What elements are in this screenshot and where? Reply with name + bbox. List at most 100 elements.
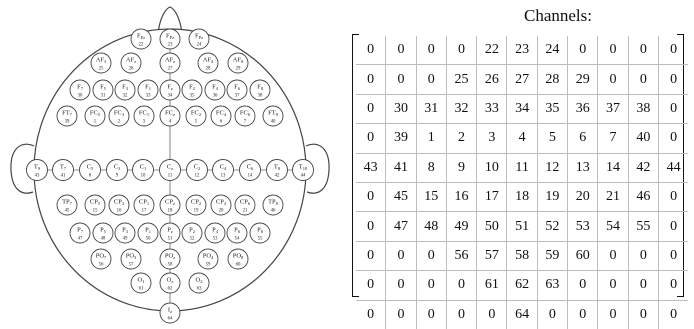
matrix-cell: 3 xyxy=(476,123,508,154)
electrode-circle xyxy=(90,52,112,74)
matrix-cell: 42 xyxy=(628,153,659,183)
matrix-cell: 0 xyxy=(597,36,629,66)
electrode-channel-number: 5 xyxy=(195,120,198,125)
matrix-cell: 17 xyxy=(476,182,508,213)
electrode-label: CPz xyxy=(165,199,175,207)
electrode-circle xyxy=(159,159,181,181)
electrode-label: CP5 xyxy=(90,199,101,207)
electrode-label: F6 xyxy=(234,84,241,92)
electrode-label: P8 xyxy=(257,227,264,235)
electrode-channel-number: 14 xyxy=(248,174,253,179)
electrode-channel-number: 46 xyxy=(271,209,276,214)
matrix-cell: 40 xyxy=(628,123,659,154)
matrix-cell: 48 xyxy=(416,211,447,242)
electrode-circle xyxy=(227,248,249,270)
electrode-channel-number: 16 xyxy=(117,209,122,214)
electrode-channel-number: 25 xyxy=(99,67,104,72)
electrode-circle xyxy=(79,159,101,181)
matrix-cell: 53 xyxy=(567,211,599,242)
matrix-cell: 51 xyxy=(506,211,538,242)
nose-outline xyxy=(157,6,183,34)
electrode-label: T7 xyxy=(60,164,67,172)
matrix-cell: 4 xyxy=(506,123,538,154)
electrode-channel-number: 56 xyxy=(99,263,104,268)
electrode-circle xyxy=(159,52,181,74)
electrode-label: FPz xyxy=(195,33,203,41)
matrix-cell: 56 xyxy=(446,241,478,272)
matrix-cell: 20 xyxy=(567,182,599,213)
right-ear-outline xyxy=(305,143,330,194)
electrode-channel-number: 33 xyxy=(146,94,151,99)
matrix-cell: 0 xyxy=(628,270,659,301)
matrix-cell: 0 xyxy=(567,300,599,329)
electrode-channel-number: 53 xyxy=(213,237,218,242)
electrode-channel-number: 3 xyxy=(143,120,146,125)
matrix-cell: 57 xyxy=(476,241,508,272)
matrix-cell: 46 xyxy=(628,182,659,213)
electrode-channel-number: 2 xyxy=(118,120,121,125)
matrix-cell: 41 xyxy=(385,153,417,183)
matrix-cell: 0 xyxy=(658,36,689,66)
electrode-circle xyxy=(262,194,284,216)
matrix-cell: 0 xyxy=(567,36,599,66)
electrode-channel-number: 12 xyxy=(195,174,200,179)
electrode-circle xyxy=(159,194,181,216)
electrode-channel-number: 31 xyxy=(101,94,106,99)
electrode-channel-number: 11 xyxy=(168,174,173,179)
matrix-cell: 0 xyxy=(476,300,508,329)
electrode-channel-number: 6 xyxy=(220,120,223,125)
electrode-channel-number: 64 xyxy=(168,317,173,322)
matrix-cell: 0 xyxy=(446,270,478,301)
electrode-label: FPz xyxy=(137,33,145,41)
electrode-circle xyxy=(234,105,256,127)
matrix-cell: 36 xyxy=(567,94,599,125)
electrode-label: Oz xyxy=(167,277,174,285)
electrode-label: FT7 xyxy=(62,110,73,118)
electrode-circle xyxy=(159,105,181,127)
electrode-circle xyxy=(197,248,219,270)
matrix-cell: 19 xyxy=(537,182,569,213)
electrode-circle xyxy=(114,222,136,244)
electrode-label: C1 xyxy=(140,164,147,172)
electrode-label: POz xyxy=(165,253,175,261)
electrode-circle xyxy=(108,105,130,127)
electrode-circle xyxy=(188,272,210,294)
electrode-circle xyxy=(92,79,114,101)
electrode-label: FT8 xyxy=(268,110,279,118)
electrode-circle xyxy=(186,159,208,181)
electrode-channel-number: 8 xyxy=(89,174,92,179)
electrode-circle xyxy=(92,222,114,244)
electrode-label: FC1 xyxy=(139,110,149,118)
electrode-circle xyxy=(185,194,207,216)
electrode-channel-number: 57 xyxy=(129,263,134,268)
electrode-channel-number: 34 xyxy=(168,94,173,99)
electrode-label: T10 xyxy=(299,164,308,172)
electrode-channel-number: 17 xyxy=(142,209,147,214)
matrix-cell: 0 xyxy=(416,241,447,272)
matrix-cell: 10 xyxy=(476,153,508,183)
electrode-channel-number: 44 xyxy=(301,174,306,179)
matrix-cell: 26 xyxy=(476,64,508,95)
electrode-circle xyxy=(56,194,78,216)
electrode-channel-number: 27 xyxy=(168,67,173,72)
electrode-channel-number: 10 xyxy=(141,174,146,179)
electrode-circle xyxy=(234,194,256,216)
electrode-circle xyxy=(262,105,284,127)
electrode-label: F2 xyxy=(189,84,195,92)
matrix-cell: 33 xyxy=(476,94,508,125)
electrode-circle xyxy=(133,105,155,127)
